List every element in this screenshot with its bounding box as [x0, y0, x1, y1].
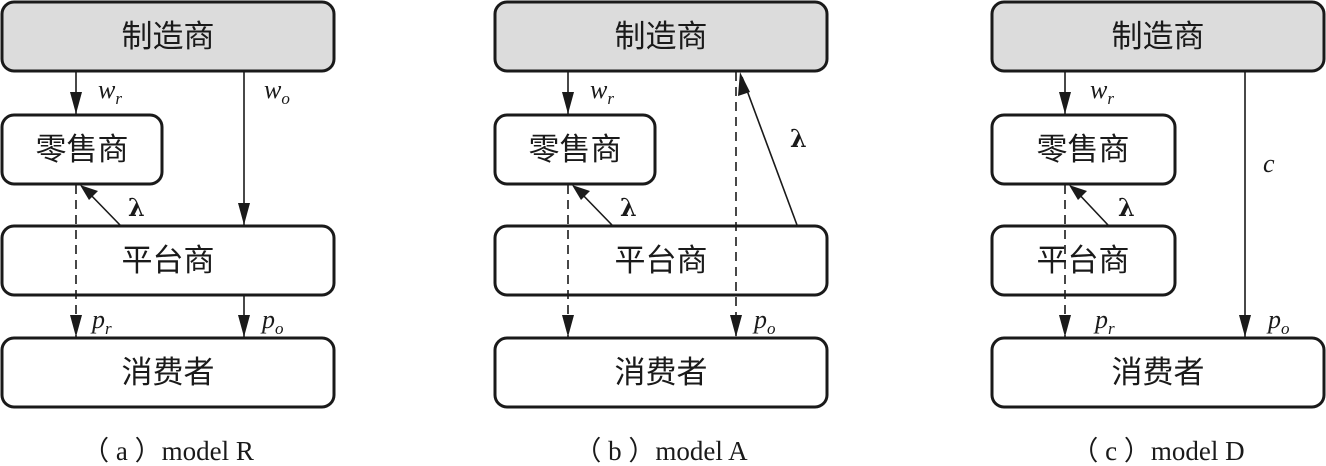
platform-node: [0, 224, 336, 297]
consumer-label: 消费者: [615, 355, 708, 391]
arrowhead-icon: [80, 185, 98, 200]
arrowhead-icon: [1239, 315, 1251, 337]
arrowhead-icon: [70, 92, 82, 114]
arrowhead-icon: [1059, 315, 1071, 337]
platform-label: 平台商: [1037, 243, 1130, 279]
label-lambda: λ: [1118, 193, 1135, 222]
arrowhead-icon: [238, 315, 250, 337]
platform-label: 平台商: [615, 243, 708, 279]
label-po: po: [260, 305, 284, 338]
arrowhead-icon: [1059, 92, 1071, 114]
label-wr: wr: [1090, 75, 1114, 108]
retailer-label: 零售商: [1037, 132, 1130, 168]
manufacturer-label: 制造商: [122, 19, 215, 55]
arrowhead-icon: [562, 92, 574, 114]
label-lambda-manufacturer: λ: [790, 124, 807, 153]
caption-model-d: （ c ）model D: [1071, 436, 1244, 466]
consumer-label: 消费者: [1112, 355, 1205, 391]
retailer-node: [990, 113, 1177, 186]
label-lambda: λ: [620, 193, 637, 222]
arrowhead-icon: [730, 315, 742, 337]
label-wo: wo: [264, 75, 290, 108]
edge-lambda-manufacturer: [741, 76, 798, 226]
panel-model-d: 制造商 零售商 平台商 消费者 wr c po λ pr （ c ）model …: [990, 0, 1326, 466]
consumer-node: [493, 336, 829, 409]
arrowhead-icon: [1069, 185, 1087, 200]
consumer-node: [0, 336, 336, 409]
panel-model-r: 制造商 零售商 平台商 消费者 wr wo λ pr po （ a ）model…: [0, 0, 336, 466]
platform-node: [990, 224, 1177, 297]
manufacturer-label: 制造商: [615, 19, 708, 55]
arrowhead-icon: [238, 203, 250, 225]
label-wr: wr: [98, 75, 122, 108]
platform-node: [493, 224, 829, 297]
label-po: po: [752, 305, 776, 338]
arrowhead-icon: [70, 315, 82, 337]
manufacturer-node: [493, 0, 829, 73]
manufacturer-node: [0, 0, 336, 73]
arrowhead-icon: [562, 315, 574, 337]
platform-label: 平台商: [122, 243, 215, 279]
label-lambda: λ: [128, 193, 145, 222]
caption-model-r: （ a ）model R: [82, 436, 254, 466]
retailer-label: 零售商: [529, 132, 622, 168]
retailer-node: [493, 113, 657, 186]
label-pr: pr: [1093, 305, 1115, 338]
panel-model-a: 制造商 零售商 平台商 消费者 wr po λ λ （ b ）model A: [493, 0, 829, 466]
label-po: po: [1266, 305, 1290, 338]
consumer-label: 消费者: [122, 355, 215, 391]
caption-model-a: （ b ）model A: [574, 436, 748, 466]
consumer-node: [990, 336, 1326, 409]
label-pr: pr: [90, 305, 112, 338]
label-c: c: [1263, 149, 1275, 178]
retailer-label: 零售商: [36, 132, 129, 168]
arrowhead-icon: [572, 185, 590, 200]
label-wr: wr: [590, 75, 614, 108]
manufacturer-label: 制造商: [1112, 19, 1205, 55]
retailer-node: [0, 113, 164, 186]
arrowhead-icon: [738, 72, 750, 96]
manufacturer-node: [990, 0, 1326, 73]
